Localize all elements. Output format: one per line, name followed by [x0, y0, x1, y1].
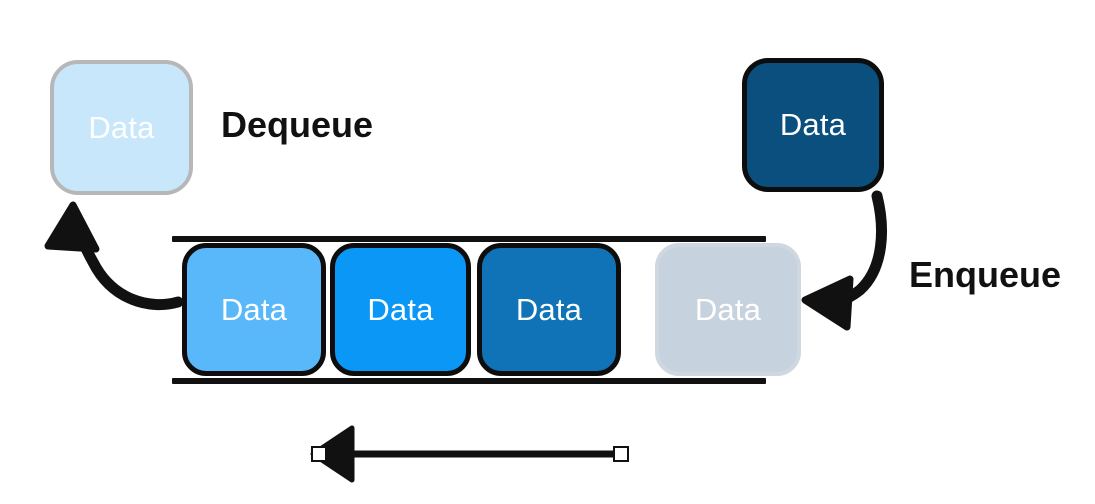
dequeue-arrow-icon [44, 201, 184, 311]
queue-cell-rear[interactable]: Data [477, 243, 621, 376]
dequeue-label: Dequeue [221, 104, 374, 145]
flow-arrow-start-handle [311, 446, 327, 462]
incoming-data-box[interactable]: Data [742, 58, 884, 192]
enqueue-arrow-icon [801, 190, 887, 331]
queue-flow-arrow-icon [310, 425, 629, 483]
data-box-label: Data [88, 109, 155, 145]
queue-cell-middle[interactable]: Data [330, 243, 471, 376]
data-box-label: Data [367, 291, 434, 327]
enqueue-label: Enqueue [909, 254, 1062, 295]
queue-cell-front[interactable]: Data [182, 243, 326, 376]
queue-container-bottom-rail [172, 378, 766, 384]
data-box-label: Data [515, 291, 583, 327]
data-box-label: Data [220, 291, 288, 327]
dequeued-data-box[interactable]: Data [50, 60, 193, 195]
queue-container-top-rail [172, 236, 766, 242]
data-box-label: Data [779, 107, 847, 142]
flow-arrow-end-handle [613, 446, 629, 462]
queue-cell-empty-slot[interactable]: Data [655, 243, 801, 376]
data-box-label: Data [694, 291, 762, 327]
